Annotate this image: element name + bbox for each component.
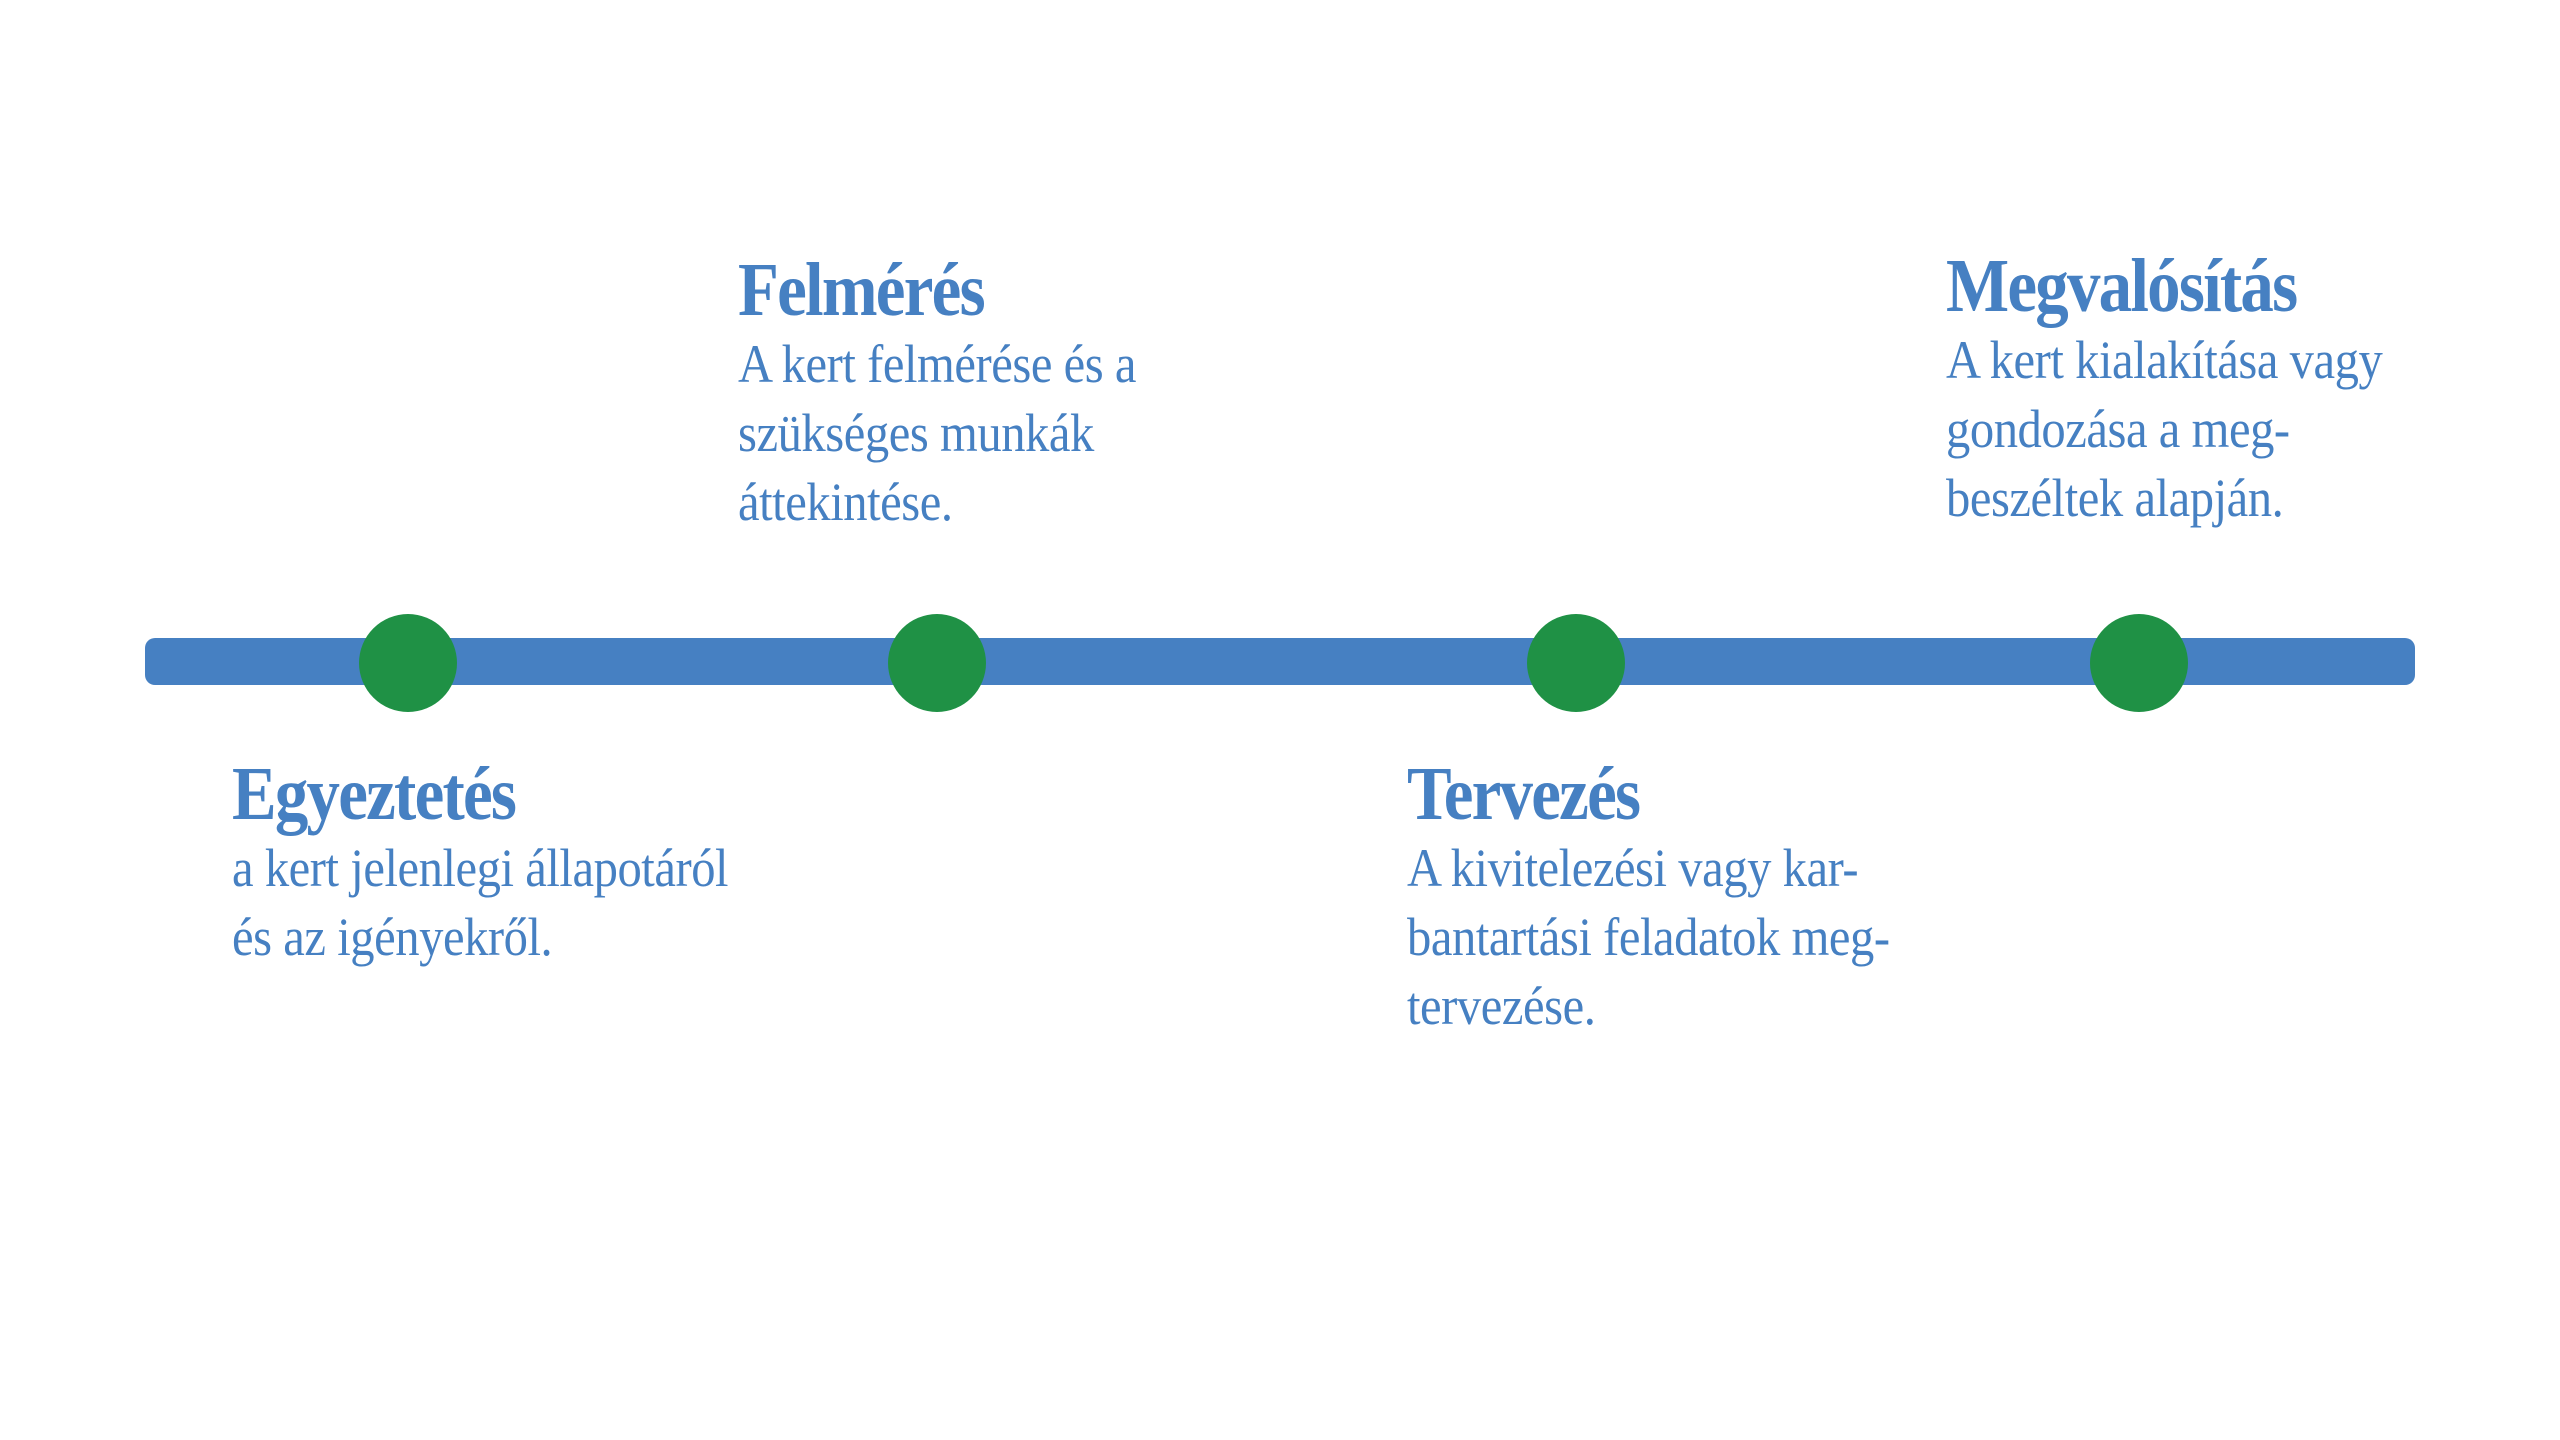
step-megvalositas: Megvalósítás A kert kialakítása vagy gon… [1946, 246, 2431, 533]
step-description-line: a kert jelenlegi állapotáról [232, 838, 729, 898]
step-description-line: áttekintése. [738, 472, 953, 532]
timeline-marker-4 [2090, 614, 2188, 712]
step-title: Egyeztetés [232, 752, 517, 836]
step-description-line: A kivitelezési vagy kar- [1407, 838, 1859, 898]
timeline-marker-1 [359, 614, 457, 712]
step-tervezes: Tervezés A kivitelezési vagy kar- bantar… [1407, 754, 1943, 1041]
timeline-marker-2 [888, 614, 986, 712]
step-description-line: A kert kialakítása vagy [1946, 330, 2383, 390]
step-description-line: beszéltek alapján. [1946, 468, 2284, 528]
step-description-line: bantartási feladatok meg- [1407, 907, 1890, 967]
timeline-marker-3 [1527, 614, 1625, 712]
step-felmeres: Felmérés A kert felmérése és a szükséges… [738, 250, 1180, 537]
step-description-line: és az igényekről. [232, 907, 553, 967]
step-title: Felmérés [738, 248, 986, 332]
step-title: Tervezés [1407, 752, 1641, 836]
step-description-line: szükséges munkák [738, 403, 1094, 463]
step-description-line: tervezése. [1407, 976, 1596, 1036]
step-description-line: gondozása a meg- [1946, 399, 2290, 459]
step-description-line: A kert felmérése és a [738, 334, 1137, 394]
step-egyeztetes: Egyeztetés a kert jelenlegi állapotáról … [232, 754, 783, 972]
timeline-line [145, 638, 2415, 685]
step-title: Megvalósítás [1946, 244, 2298, 328]
